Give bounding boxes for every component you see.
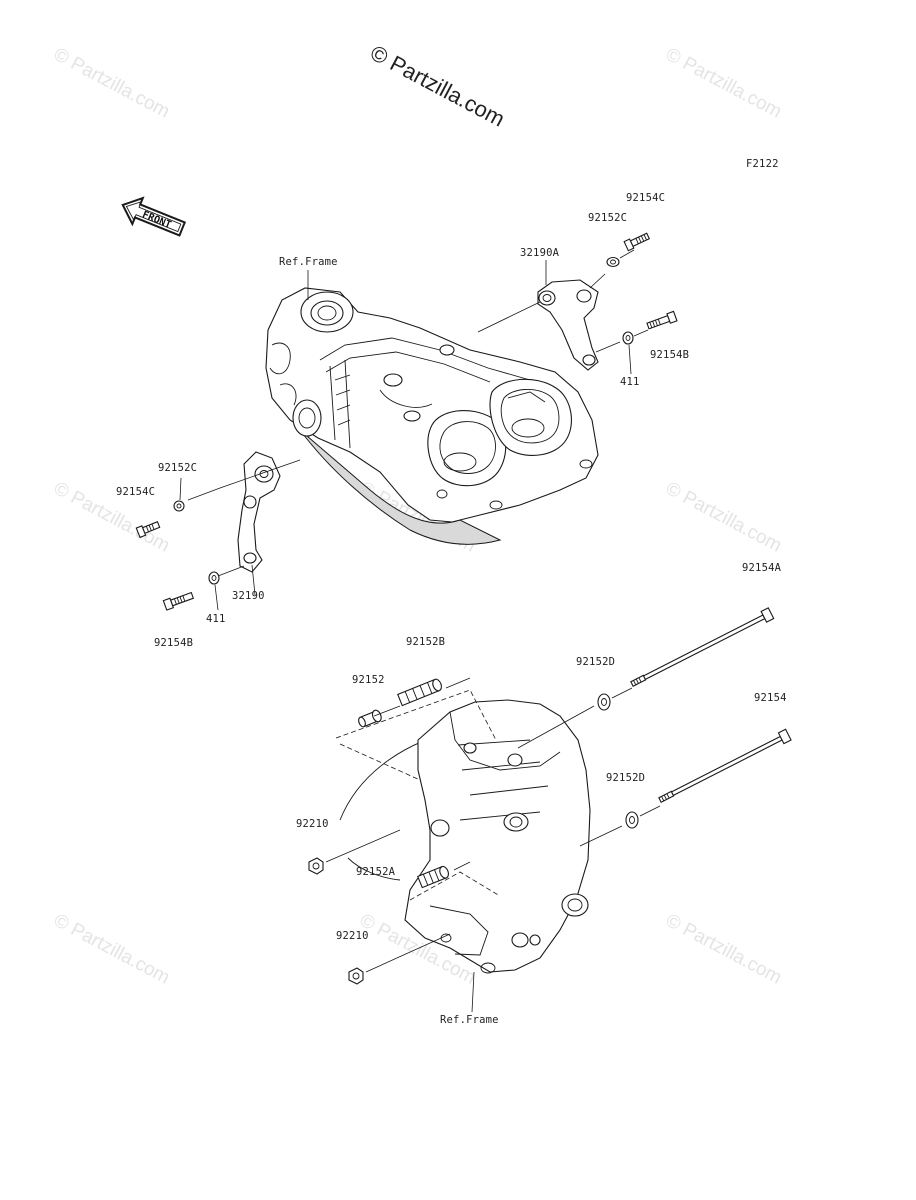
figure-code: F2122: [746, 158, 779, 170]
main-frame: [265, 287, 599, 545]
label-411-right: 411: [620, 376, 640, 388]
ref-frame-bottom-label: Ref.Frame: [440, 1014, 499, 1026]
front-arrow-icon: FRONT: [121, 196, 187, 237]
sleeve-92152B: [397, 678, 442, 707]
bolt-92154: [658, 728, 792, 803]
label-92152C-left: 92152C: [158, 462, 198, 474]
washer-411-left: [208, 571, 220, 585]
nut-92210-top: [308, 857, 324, 875]
label-92152B: 92152B: [406, 636, 446, 648]
label-92210-top: 92210: [296, 818, 329, 830]
sleeve-92152A: [417, 865, 449, 889]
label-92154B-left: 92154B: [154, 637, 194, 649]
ref-frame-top-label: Ref.Frame: [279, 256, 338, 268]
label-92152A: 92152A: [356, 866, 396, 878]
engine-bracket-right: [537, 279, 599, 371]
nut-92210-bottom: [348, 967, 364, 985]
collar-92152: [358, 709, 382, 728]
label-411-left: 411: [206, 613, 226, 625]
label-92152C-right: 92152C: [588, 212, 628, 224]
label-92154B-right: 92154B: [650, 349, 690, 361]
label-92152: 92152: [352, 674, 385, 686]
bolt-92154B-left: [162, 591, 195, 611]
engine-bracket-left: [237, 451, 281, 573]
label-92154A: 92154A: [742, 562, 782, 574]
spacer-92152D-bottom: [625, 811, 639, 829]
label-92152D-top: 92152D: [576, 656, 616, 668]
label-92152D-bottom: 92152D: [606, 772, 646, 784]
label-32190A: 32190A: [520, 247, 560, 259]
collar-92152C-right: [606, 256, 620, 268]
spacer-92152D-top: [597, 693, 611, 711]
label-92154: 92154: [754, 692, 787, 704]
bolt-92154C-right: [623, 232, 650, 252]
collar-92152C-left: [173, 500, 185, 512]
label-92154C-left: 92154C: [116, 486, 156, 498]
bolt-92154B-right: [646, 310, 678, 330]
label-92154C-right: 92154C: [626, 192, 666, 204]
label-92210-bottom: 92210: [336, 930, 369, 942]
bolt-92154A: [630, 607, 775, 687]
label-32190: 32190: [232, 590, 265, 602]
lower-frame: [339, 699, 591, 974]
washer-411-right: [622, 331, 634, 345]
bolt-92154C-left: [135, 521, 161, 539]
